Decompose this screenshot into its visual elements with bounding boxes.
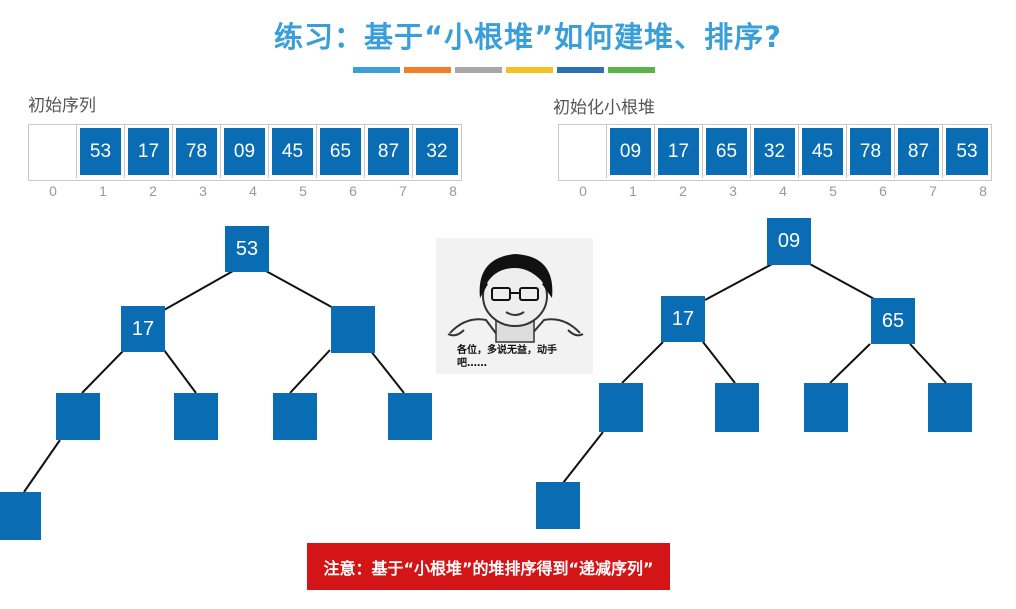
- array-cell-2: 17: [655, 125, 703, 178]
- right-array: 09 17 65 32 45 78 87 53: [558, 124, 992, 181]
- index-label: 2: [149, 183, 157, 199]
- color-bar-segment: [455, 67, 502, 73]
- array-value: 17: [128, 128, 169, 175]
- tree-edge: [562, 431, 604, 484]
- index-label: 0: [579, 183, 587, 199]
- color-bar-segment: [353, 67, 400, 73]
- array-cell-0: [29, 125, 77, 178]
- array-value: 78: [176, 128, 217, 175]
- index-label: 1: [629, 183, 637, 199]
- index-label: 7: [399, 183, 407, 199]
- tree-node: [928, 383, 972, 432]
- array-value: 45: [802, 128, 843, 175]
- tree-node: [388, 393, 432, 440]
- index-label: 6: [879, 183, 887, 199]
- array-cell-4: 09: [221, 125, 269, 178]
- array-value: 87: [898, 128, 939, 175]
- array-value: 32: [416, 128, 458, 175]
- index-label: 8: [979, 183, 987, 199]
- left-array-label: 初始序列: [28, 96, 96, 116]
- tree-edge: [163, 270, 234, 311]
- index-label: 6: [349, 183, 357, 199]
- color-bar-segment: [404, 67, 451, 73]
- array-value: 53: [946, 128, 988, 175]
- tree-edge: [702, 341, 736, 384]
- meme-image: 各位，多说无益，动手吧……: [436, 238, 593, 374]
- index-label: 3: [199, 183, 207, 199]
- tree-edge: [81, 349, 125, 394]
- tree-edge: [829, 343, 871, 384]
- index-label: 2: [679, 183, 687, 199]
- tree-node: 17: [121, 306, 165, 352]
- index-label: 3: [729, 183, 737, 199]
- array-cell-8: 32: [413, 125, 461, 178]
- array-cell-1: 09: [607, 125, 655, 178]
- array-cell-8: 53: [943, 125, 991, 178]
- tree-edge: [807, 262, 877, 301]
- array-cell-5: 45: [799, 125, 847, 178]
- array-cell-4: 32: [751, 125, 799, 178]
- tree-node: 17: [661, 296, 705, 342]
- array-value: 17: [658, 128, 699, 175]
- array-value: 32: [754, 128, 795, 175]
- tree-edge: [289, 349, 331, 394]
- array-value: 45: [272, 128, 313, 175]
- left-array: 53 17 78 09 45 65 87 32: [28, 124, 462, 181]
- color-bar-segment: [506, 67, 553, 73]
- array-value: 09: [610, 128, 651, 175]
- array-value: 65: [706, 128, 747, 175]
- tree-edge: [163, 349, 197, 394]
- array-cell-6: 65: [317, 125, 365, 178]
- index-label: 0: [49, 183, 57, 199]
- array-cell-6: 78: [847, 125, 895, 178]
- array-cell-7: 87: [365, 125, 413, 178]
- tree-node: [56, 393, 100, 440]
- array-value: 78: [850, 128, 891, 175]
- array-value: 09: [224, 128, 265, 175]
- tree-edge: [621, 341, 664, 384]
- array-cell-7: 87: [895, 125, 943, 178]
- array-cell-2: 17: [125, 125, 173, 178]
- tree-node: [536, 482, 580, 529]
- tree-node: [174, 393, 218, 440]
- index-label: 7: [929, 183, 937, 199]
- tree-node: [273, 393, 317, 440]
- array-cell-1: 53: [77, 125, 125, 178]
- tree-edge: [369, 349, 405, 394]
- tree-node: [804, 383, 848, 432]
- meme-caption: 各位，多说无益，动手吧……: [457, 345, 557, 369]
- index-label: 4: [249, 183, 257, 199]
- tree-node: [599, 383, 643, 432]
- array-cell-3: 65: [703, 125, 751, 178]
- index-label: 5: [829, 183, 837, 199]
- tree-edge: [909, 343, 947, 384]
- tree-node: 65: [871, 298, 915, 344]
- array-value: 65: [320, 128, 361, 175]
- tree-node: [331, 306, 375, 353]
- tree-edge: [704, 262, 775, 301]
- tree-node: [715, 383, 759, 432]
- color-bar-segment: [557, 67, 604, 73]
- note-banner: 注意：基于“小根堆”的堆排序得到“递减序列”: [307, 543, 670, 590]
- tree-edge: [23, 439, 61, 493]
- index-label: 8: [449, 183, 457, 199]
- tree-node: [0, 492, 41, 540]
- array-cell-3: 78: [173, 125, 221, 178]
- array-value: 53: [80, 128, 121, 175]
- index-label: 1: [99, 183, 107, 199]
- array-cell-0: [559, 125, 607, 178]
- tree-node-root: 53: [225, 226, 269, 272]
- array-cell-5: 45: [269, 125, 317, 178]
- color-bar-segment: [608, 67, 655, 73]
- index-label: 5: [299, 183, 307, 199]
- tree-node-root: 09: [767, 218, 811, 265]
- meme-face-icon: [447, 254, 584, 343]
- tree-edge: [265, 270, 338, 311]
- right-array-label: 初始化小根堆: [553, 98, 655, 118]
- index-label: 4: [779, 183, 787, 199]
- slide-title: 练习：基于“小根堆”如何建堆、排序?: [274, 20, 782, 54]
- array-value: 87: [368, 128, 409, 175]
